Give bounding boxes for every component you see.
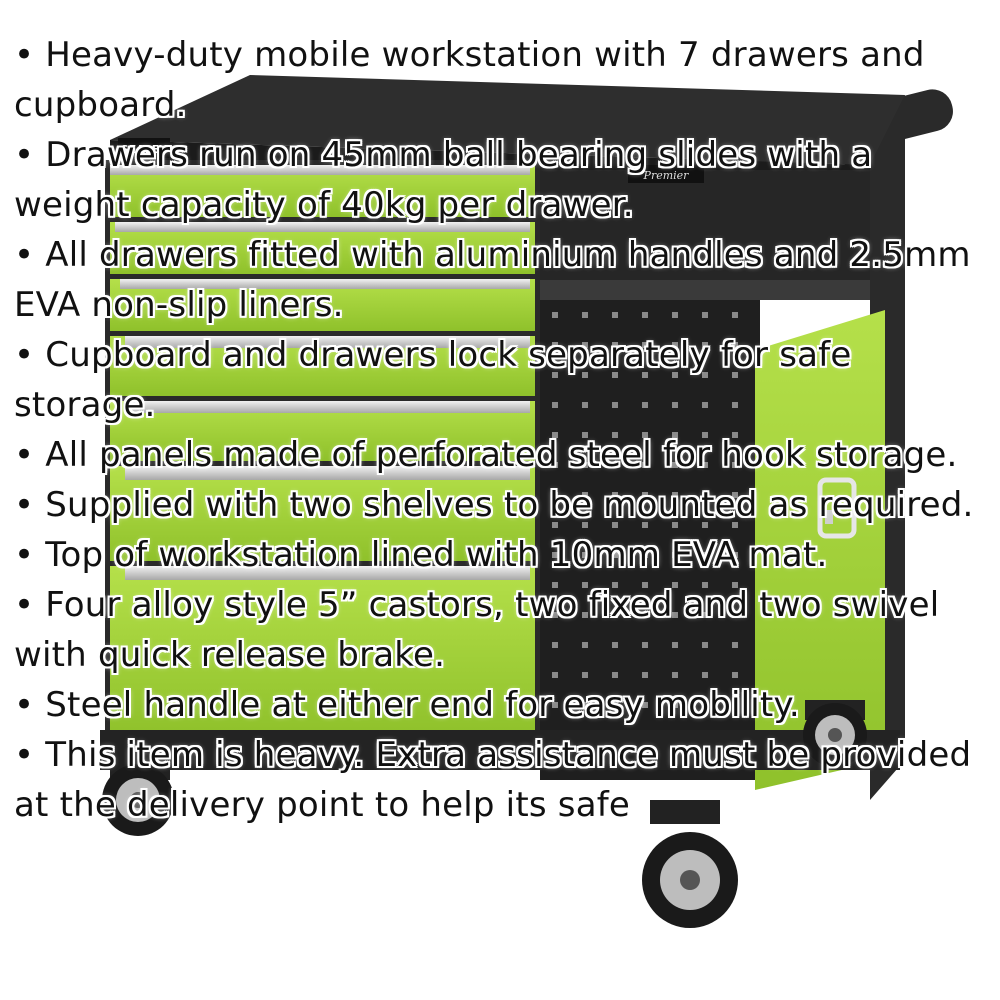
premier-badge: Premier (628, 165, 704, 183)
feature-item: • All panels made of perforated steel fo… (14, 435, 958, 475)
feature-item: • Four alloy style 5” castors, two fixed… (14, 585, 940, 675)
feature-item: • All drawers fitted with aluminium hand… (14, 235, 971, 325)
perforated-panel (540, 300, 760, 780)
worktop-mat (110, 75, 905, 165)
castor-front-right (642, 800, 738, 928)
feature-item: • Supplied with two shelves to be mounte… (14, 485, 974, 525)
feature-list: • Heavy-duty mobile workstation with 7 d… (14, 30, 989, 830)
feature-item: • Drawers run on 45mm ball bearing slide… (14, 135, 873, 225)
sealey-logo: SEALEY (118, 138, 170, 158)
svg-text:SEALEY: SEALEY (121, 143, 168, 156)
feature-item: • Top of workstation lined with 10mm EVA… (14, 535, 828, 575)
feature-item: • This item is heavy. Extra assistance m… (14, 735, 972, 825)
drawer-stack (105, 160, 540, 770)
feature-item: • Cupboard and drawers lock separately f… (14, 335, 852, 425)
castor-rear-right (803, 700, 867, 767)
svg-text:Premier: Premier (643, 169, 690, 182)
castor-front-left (102, 760, 174, 836)
cupboard-door (755, 310, 885, 790)
feature-item: • Heavy-duty mobile workstation with 7 d… (14, 35, 925, 125)
feature-item: • Steel handle at either end for easy mo… (14, 685, 800, 725)
